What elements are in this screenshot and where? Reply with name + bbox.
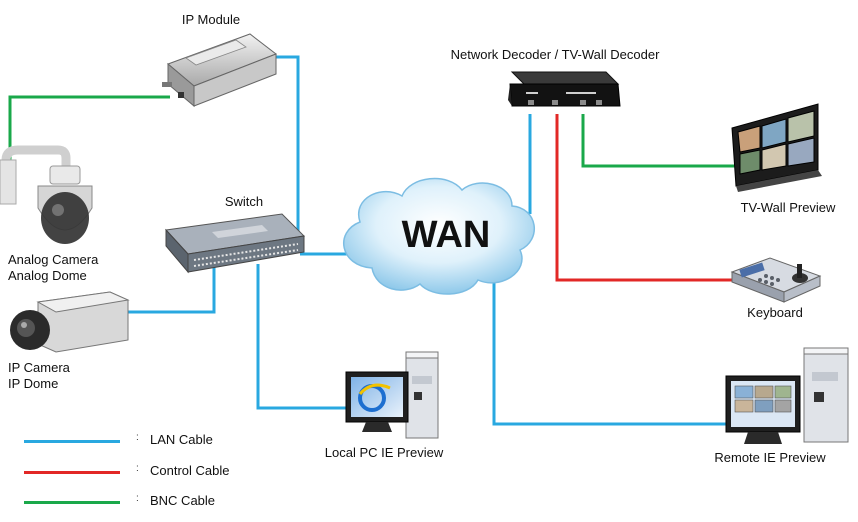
ip-box-camera (10, 291, 130, 353)
network-decoder-label: Network Decoder / TV-Wall Decoder (450, 47, 660, 62)
analog-dome-camera (0, 145, 93, 244)
lan-cables (128, 55, 728, 426)
local-pc-label: Local PC IE Preview (324, 445, 444, 460)
lan-cable-switch-ipcamera (128, 264, 216, 314)
legend-separator: : (136, 432, 139, 443)
local-pc-workstation (345, 351, 439, 439)
legend-item-bnc: : BNC Cable (24, 493, 264, 511)
ip-camera-label-line1: IP Camera (8, 360, 70, 375)
ptz-keyboard (730, 257, 822, 303)
control-cables (555, 114, 732, 282)
control-cable-line-icon (24, 471, 120, 474)
bnc-cable-line-icon (24, 501, 120, 504)
switch-label: Switch (224, 194, 264, 209)
tv-wall-monitors (731, 103, 822, 192)
lan-cable-switch-localpc (256, 264, 348, 410)
bnc-cable-decoder-tvwall (581, 114, 740, 168)
switch-device (164, 213, 306, 274)
bnc-cables (8, 95, 740, 168)
remote-ie-label: Remote IE Preview (714, 450, 826, 465)
lan-cable-line-icon (24, 440, 120, 443)
legend-separator: : (136, 463, 139, 474)
legend-separator: : (136, 493, 139, 504)
ip-camera-label-line2: IP Dome (8, 376, 59, 391)
control-cable-decoder-keyboard (555, 114, 732, 282)
wan-label: WAN (401, 214, 491, 256)
tv-wall-label: TV-Wall Preview (740, 200, 836, 215)
bnc-cable-ipmodule-camera (8, 95, 170, 168)
lan-cable-ipmodule-switch (272, 55, 300, 251)
wan-cloud (343, 177, 535, 295)
legend-label-bnc: BNC Cable (150, 493, 216, 508)
legend-label-lan: LAN Cable (150, 432, 213, 447)
analog-camera-label: Analog Camera Analog Dome (8, 252, 98, 284)
legend-label-control: Control Cable (150, 463, 230, 478)
ip-module-label: IP Module (181, 12, 241, 27)
legend-item-lan: : LAN Cable (24, 432, 264, 450)
analog-camera-label-line1: Analog Camera (8, 252, 99, 267)
analog-camera-label-line2: Analog Dome (8, 268, 87, 283)
ip-camera-label: IP Camera IP Dome (8, 360, 70, 392)
keyboard-label: Keyboard (747, 305, 803, 320)
lan-cable-wan-remote (492, 270, 728, 426)
remote-pc-workstation (725, 347, 849, 444)
legend-item-control: : Control Cable (24, 463, 264, 481)
network-decoder-device (508, 71, 621, 107)
ip-module-device (162, 33, 278, 108)
